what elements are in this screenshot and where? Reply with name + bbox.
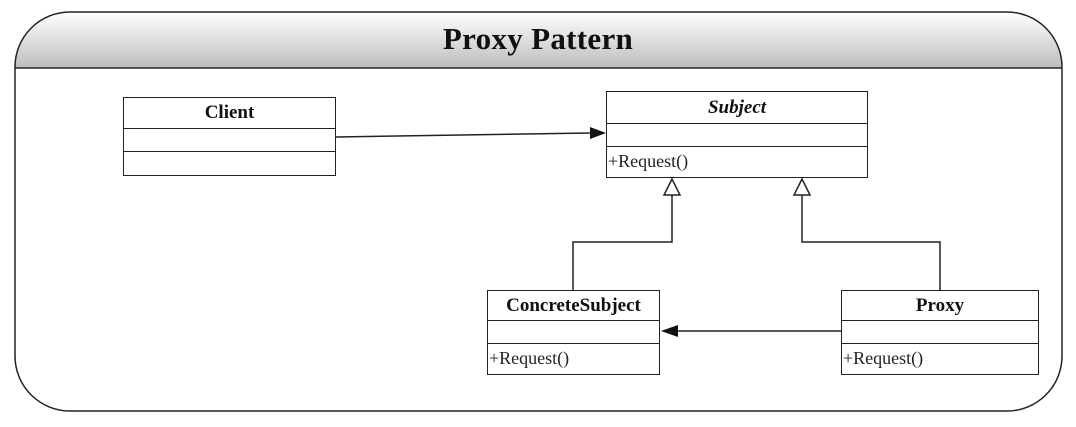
class-concretesubject-attributes <box>488 321 659 344</box>
class-subject: Subject +Request() <box>606 91 868 178</box>
class-proxy: Proxy +Request() <box>841 290 1039 375</box>
class-client: Client <box>123 97 336 176</box>
header-band <box>15 12 1062 68</box>
class-concretesubject-name: ConcreteSubject <box>488 291 659 321</box>
class-client-attributes <box>124 129 335 152</box>
association-client-subject <box>335 127 606 139</box>
generalization-concretesubject-subject <box>572 177 682 290</box>
class-client-name: Client <box>124 98 335 129</box>
generalization-proxy-subject <box>792 177 941 290</box>
class-subject-operations: +Request() <box>608 151 689 171</box>
diagram-frame <box>14 11 1063 412</box>
class-proxy-operations: +Request() <box>843 348 924 368</box>
class-subject-attributes <box>607 124 867 147</box>
class-concretesubject: ConcreteSubject +Request() <box>487 290 660 375</box>
class-proxy-attributes <box>842 321 1038 344</box>
association-proxy-concretesubject <box>661 325 841 337</box>
diagram-title: Proxy Pattern <box>442 21 634 56</box>
class-subject-name: Subject <box>607 92 867 124</box>
class-concretesubject-operations: +Request() <box>489 348 570 368</box>
class-proxy-name: Proxy <box>842 291 1038 321</box>
class-client-operations <box>124 152 335 174</box>
